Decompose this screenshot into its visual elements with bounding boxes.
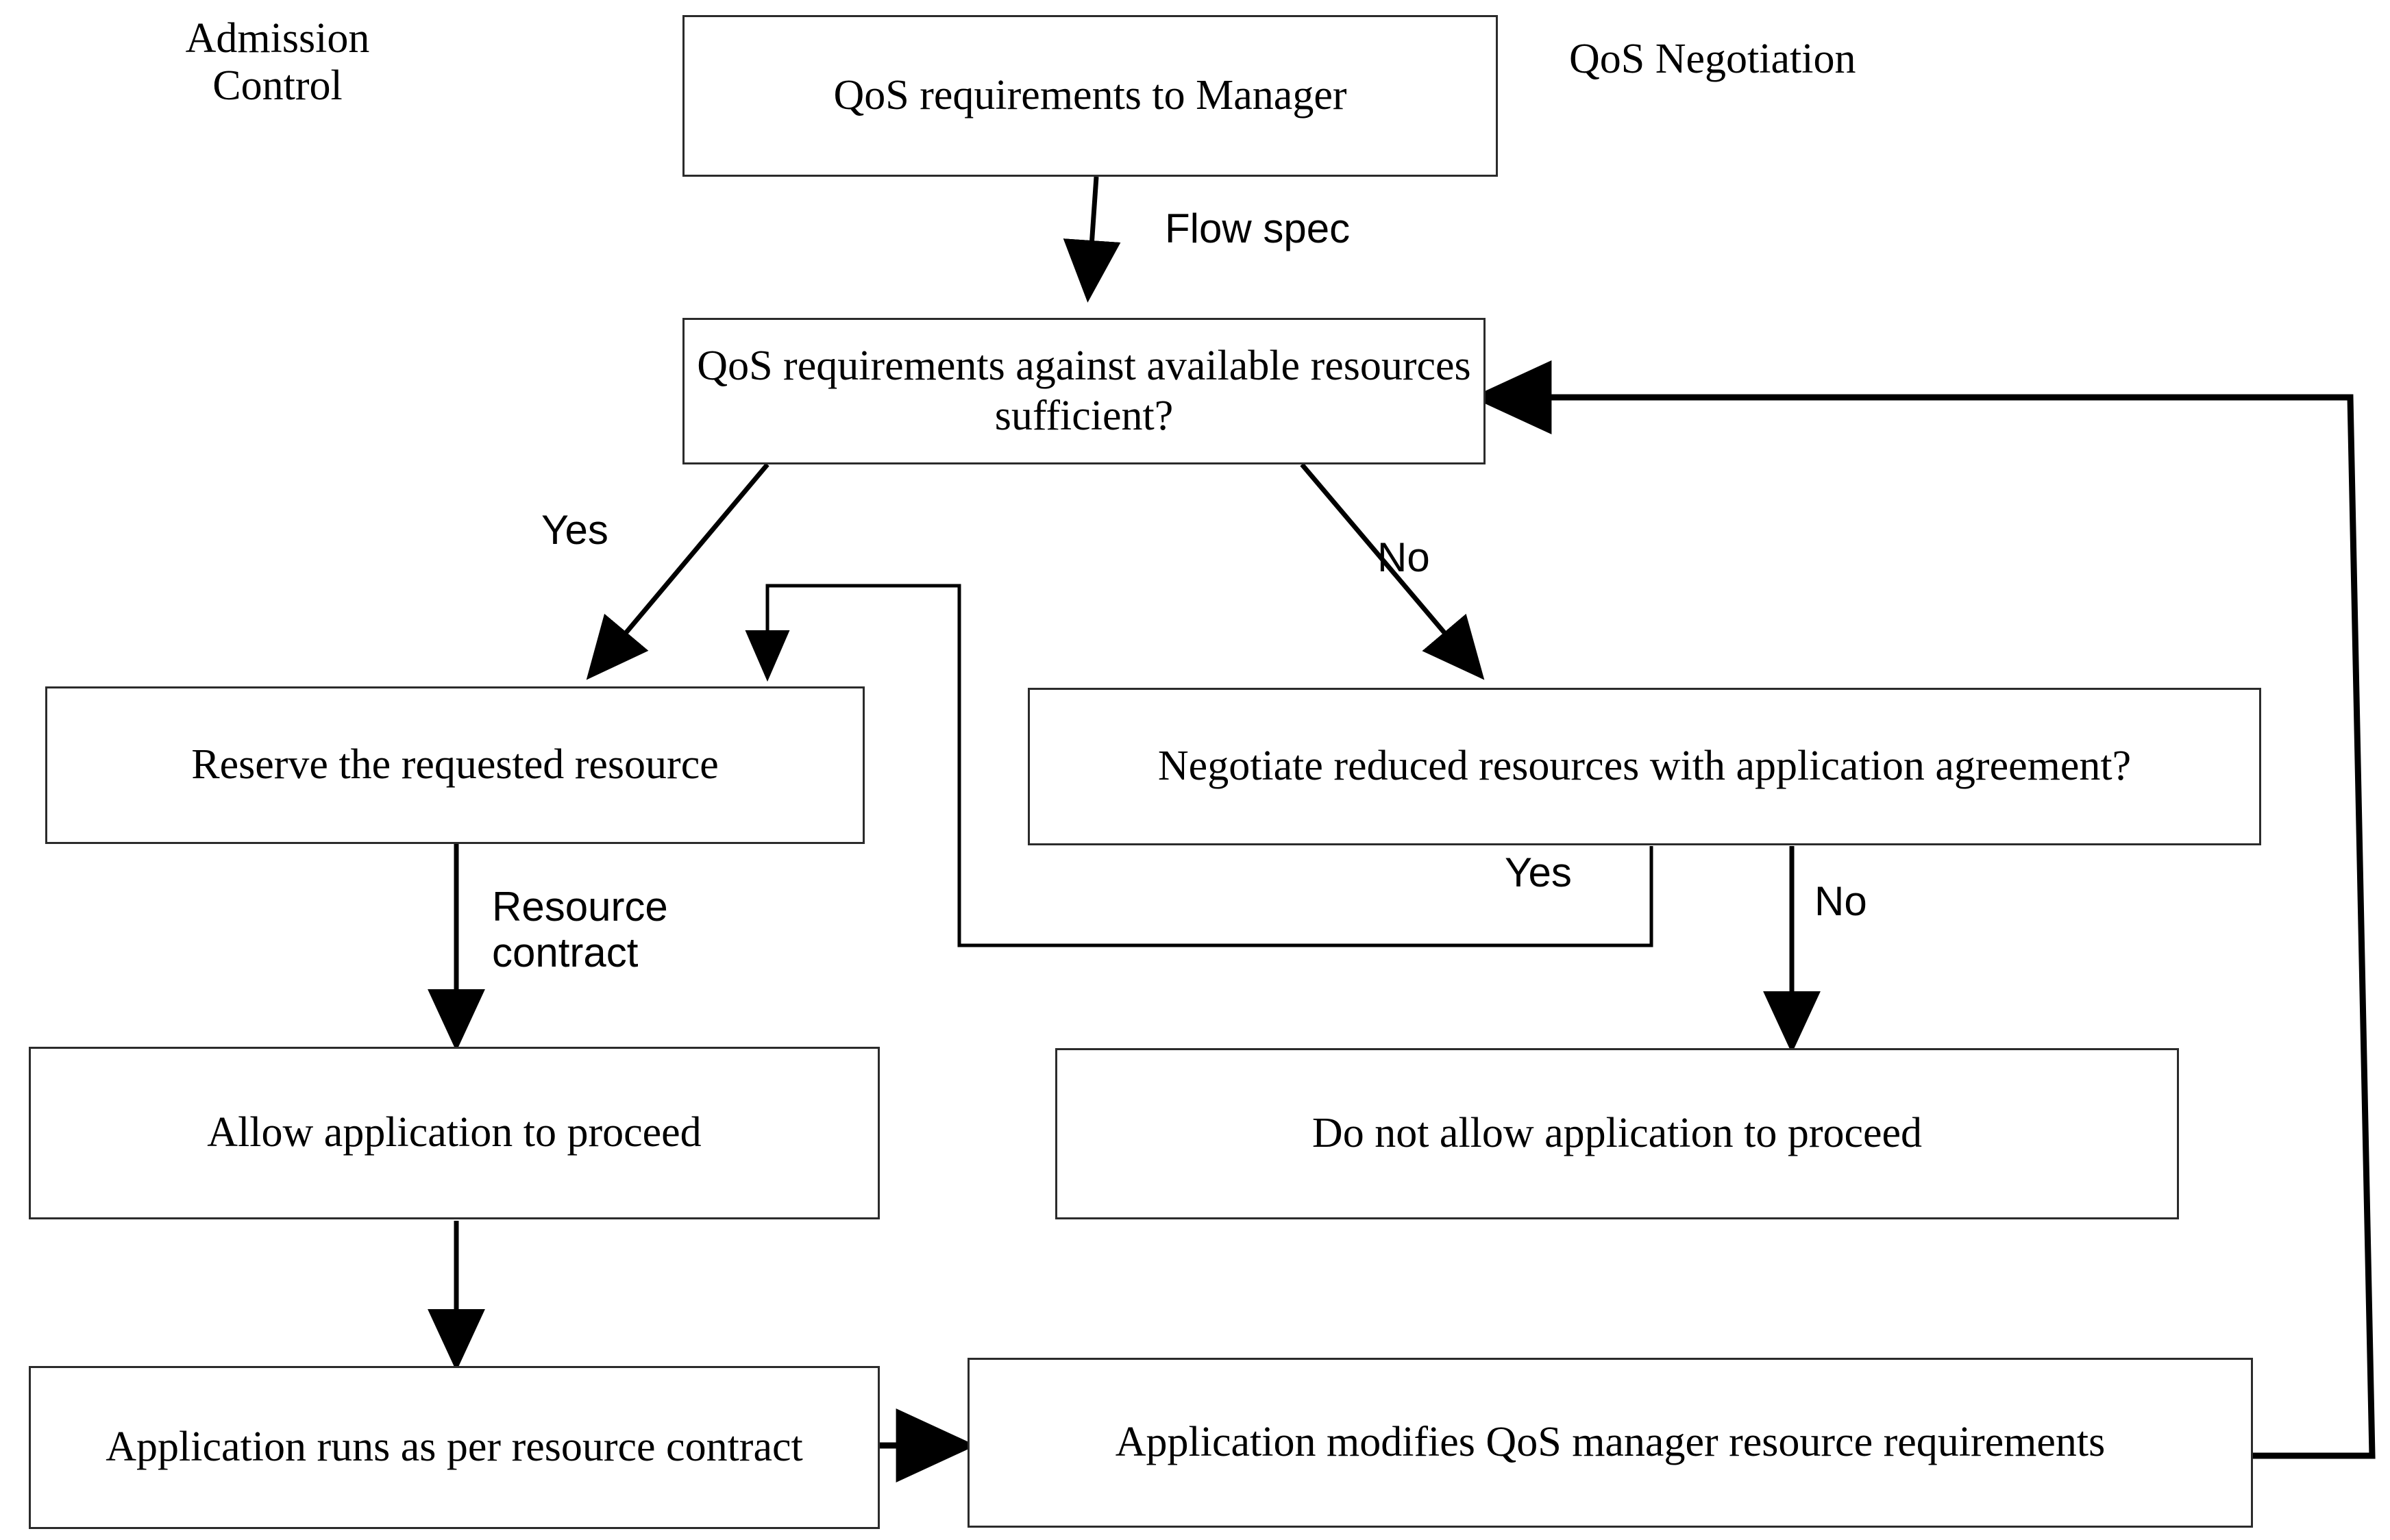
edge-label-sufficient-no: No [1377, 534, 1430, 580]
edge-decision-yes [586, 462, 769, 680]
node-reserve-resource[interactable]: Reserve the requested resource [45, 686, 865, 844]
node-allow-proceed[interactable]: Allow application to proceed [29, 1047, 880, 1219]
node-do-not-allow-proceed[interactable]: Do not allow application to proceed [1055, 1048, 2179, 1219]
node-app-runs[interactable]: Application runs as per resource contrac… [29, 1366, 880, 1529]
band-admission-control: Admission Control [185, 15, 370, 110]
edge-manager-to-decision [1063, 176, 1121, 303]
edge-label-negotiate-no: No [1814, 878, 1867, 924]
node-app-modifies[interactable]: Application modifies QoS manager resourc… [968, 1358, 2253, 1528]
node-negotiate-reduced[interactable]: Negotiate reduced resources with applica… [1028, 688, 2261, 845]
node-qos-req-to-manager[interactable]: QoS requirements to Manager [682, 15, 1498, 177]
edge-negotiate-yes-loop [745, 584, 1653, 947]
edge-decision-no [1300, 462, 1485, 680]
edge-label-flow-spec: Flow spec [1165, 206, 1351, 251]
node-qos-sufficient[interactable]: QoS requirements against available resou… [682, 318, 1486, 464]
edge-label-resource-contract: Resource contract [492, 884, 668, 976]
edge-appmodifies-feedback [1471, 360, 2376, 1459]
edge-label-sufficient-yes: Yes [541, 507, 608, 553]
band-qos-negotiation: QoS Negotiation [1569, 36, 1856, 82]
edge-label-negotiate-yes: Yes [1505, 849, 1572, 895]
